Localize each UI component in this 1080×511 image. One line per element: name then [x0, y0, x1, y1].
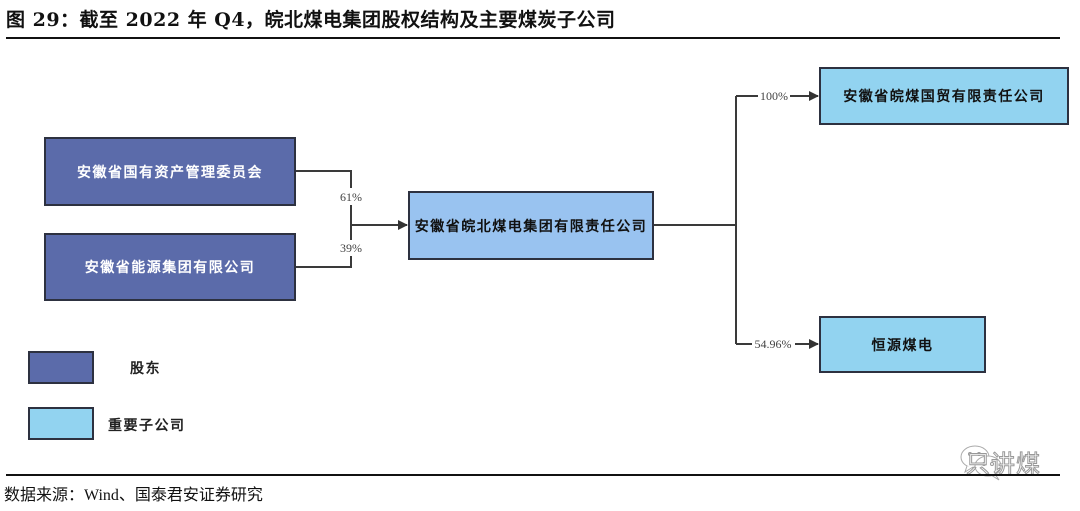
stake-label-shareholder-2: 39% [340, 241, 362, 255]
shareholder-1-connector [295, 170, 352, 188]
parent-company-box: 安徽省皖北煤电集团有限责任公司 [408, 191, 654, 260]
wechat-icon [960, 445, 1002, 481]
subsidiary-name: 恒源煤电 [871, 337, 934, 354]
shareholder-box-sasac: 安徽省国有资产管理委员会 [44, 137, 296, 206]
subsidiary-name: 安徽省皖煤国贸有限责任公司 [843, 89, 1045, 105]
legend-swatch-shareholder [28, 351, 94, 384]
stake-label-subsidiary-2: 54.96% [755, 337, 792, 351]
stake-label-shareholder-1: 61% [340, 190, 362, 204]
source-note: 数据来源：Wind、国泰君安证券研究 [4, 487, 263, 504]
shareholder-2-connector [295, 256, 352, 268]
shareholder-box-energy-group: 安徽省能源集团有限公司 [44, 233, 296, 301]
watermark-text: 只讲煤 [966, 450, 1041, 479]
figure-title: 图 29：截至 2022 年 Q4，皖北煤电集团股权结构及主要煤炭子公司 [6, 9, 616, 31]
subsidiary-box-hengyuan: 恒源煤电 [819, 316, 986, 373]
shareholder-name: 安徽省国有资产管理委员会 [77, 164, 263, 181]
legend-swatch-subsidiary [28, 407, 94, 440]
subsidiary-box-trade: 安徽省皖煤国贸有限责任公司 [819, 67, 1069, 125]
bottom-rule [6, 474, 1060, 476]
parent-company-name: 安徽省皖北煤电集团有限责任公司 [414, 218, 648, 235]
top-rule [6, 37, 1060, 39]
legend-label-shareholder: 股东 [130, 361, 161, 377]
stake-label-subsidiary-1: 100% [760, 89, 788, 103]
legend-label-subsidiary: 重要子公司 [108, 418, 186, 434]
shareholder-name: 安徽省能源集团有限公司 [84, 260, 256, 276]
